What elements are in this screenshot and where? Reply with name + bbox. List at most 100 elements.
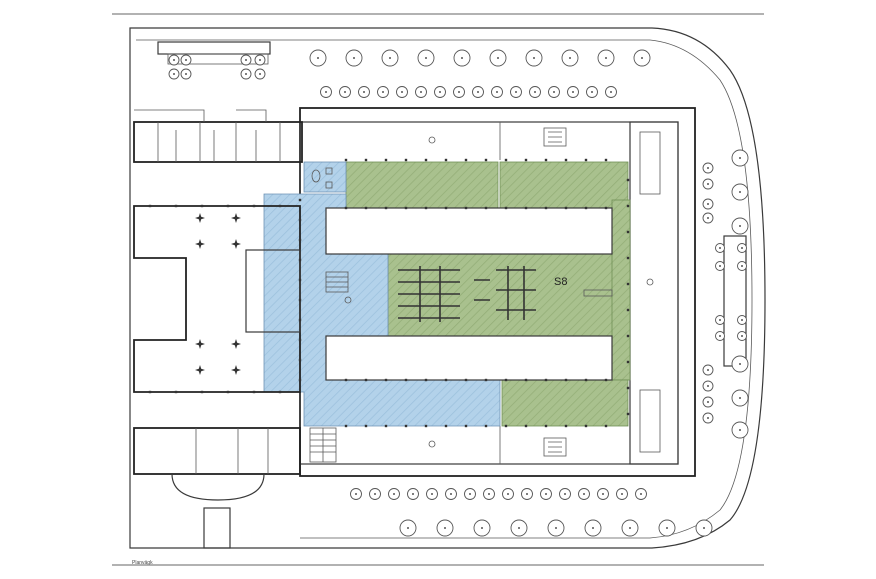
column-dot xyxy=(298,278,302,282)
column-dot xyxy=(384,378,388,382)
column-dot xyxy=(524,158,528,162)
column-dot xyxy=(384,158,388,162)
tree-center xyxy=(545,493,547,495)
tree-center xyxy=(173,73,175,75)
tree-center xyxy=(739,397,741,399)
tree-center xyxy=(534,91,536,93)
tree-center xyxy=(477,91,479,93)
tree-center xyxy=(707,167,709,169)
tree-center xyxy=(469,493,471,495)
green-zone-right-band xyxy=(611,199,631,381)
tree-center xyxy=(707,385,709,387)
tree-center xyxy=(173,59,175,61)
tree-center xyxy=(555,527,557,529)
tree-center xyxy=(420,91,422,93)
column-dot xyxy=(298,218,302,222)
column-dot xyxy=(544,158,548,162)
column-dot xyxy=(604,378,608,382)
tree-center xyxy=(707,217,709,219)
column-dot xyxy=(444,158,448,162)
green-zone-bottom-right xyxy=(501,379,629,427)
zone-label: S8 xyxy=(554,276,567,288)
site-inner-outline xyxy=(136,39,753,539)
tree-center xyxy=(564,493,566,495)
tree-center xyxy=(497,57,499,59)
tree-center xyxy=(741,247,743,249)
courtyard-bottom xyxy=(325,335,613,381)
column-dot xyxy=(278,390,282,394)
tree-center xyxy=(707,417,709,419)
column-dot xyxy=(626,204,630,208)
tree-center xyxy=(259,73,261,75)
tree-center xyxy=(407,527,409,529)
tree-center xyxy=(741,265,743,267)
column-dot xyxy=(626,178,630,182)
tree-center xyxy=(374,493,376,495)
column-dot xyxy=(604,158,608,162)
column-dot xyxy=(364,424,368,428)
column-dot xyxy=(504,378,508,382)
courtyard-top xyxy=(325,207,613,255)
column-dot xyxy=(298,258,302,262)
column-dot xyxy=(148,204,152,208)
tree-center xyxy=(185,73,187,75)
tree-center xyxy=(425,57,427,59)
center-fixture xyxy=(583,289,613,297)
tree-center xyxy=(739,429,741,431)
column-dot xyxy=(252,204,256,208)
tree-center xyxy=(739,191,741,193)
column-dot xyxy=(344,378,348,382)
tree-center xyxy=(412,493,414,495)
tree-center xyxy=(572,91,574,93)
tree-center xyxy=(641,57,643,59)
column-dot xyxy=(626,360,630,364)
column-dot xyxy=(298,198,302,202)
column-dot xyxy=(484,158,488,162)
tree-center xyxy=(526,493,528,495)
tree-center xyxy=(382,91,384,93)
entrance-arc xyxy=(171,473,265,501)
tree-center xyxy=(621,493,623,495)
tree-center xyxy=(245,59,247,61)
left-hall-inner xyxy=(245,249,301,333)
column-dot xyxy=(504,206,508,210)
column-dot xyxy=(564,424,568,428)
entrance-walkway xyxy=(203,507,231,549)
office-partitions xyxy=(134,109,281,162)
column-dot xyxy=(544,378,548,382)
tree-center xyxy=(553,91,555,93)
tree-center xyxy=(515,91,517,93)
tree-center xyxy=(533,57,535,59)
column-dot xyxy=(200,390,204,394)
column-dot xyxy=(424,424,428,428)
tree-center xyxy=(592,527,594,529)
column-dot xyxy=(424,378,428,382)
plan-caption: Planvägk xyxy=(132,560,153,566)
column-dot xyxy=(584,206,588,210)
tree-center xyxy=(496,91,498,93)
column-dot xyxy=(604,424,608,428)
column-dot xyxy=(626,334,630,338)
tree-center xyxy=(488,493,490,495)
column-dot xyxy=(604,206,608,210)
blue-zone-entry xyxy=(303,161,347,193)
column-dot xyxy=(252,390,256,394)
column-dot xyxy=(278,204,282,208)
column-dot xyxy=(226,204,230,208)
tree-center xyxy=(583,493,585,495)
tree-center xyxy=(610,91,612,93)
tree-center xyxy=(444,527,446,529)
tree-center xyxy=(719,247,721,249)
column-dot xyxy=(524,206,528,210)
tree-center xyxy=(393,493,395,495)
column-dot xyxy=(564,378,568,382)
tree-center xyxy=(707,369,709,371)
column-dot xyxy=(298,298,302,302)
tree-center xyxy=(719,319,721,321)
office-block-top-left xyxy=(133,121,303,163)
tree-center xyxy=(707,183,709,185)
column-dot xyxy=(424,158,428,162)
tree-center xyxy=(741,319,743,321)
column-dot xyxy=(626,282,630,286)
tree-center xyxy=(719,335,721,337)
